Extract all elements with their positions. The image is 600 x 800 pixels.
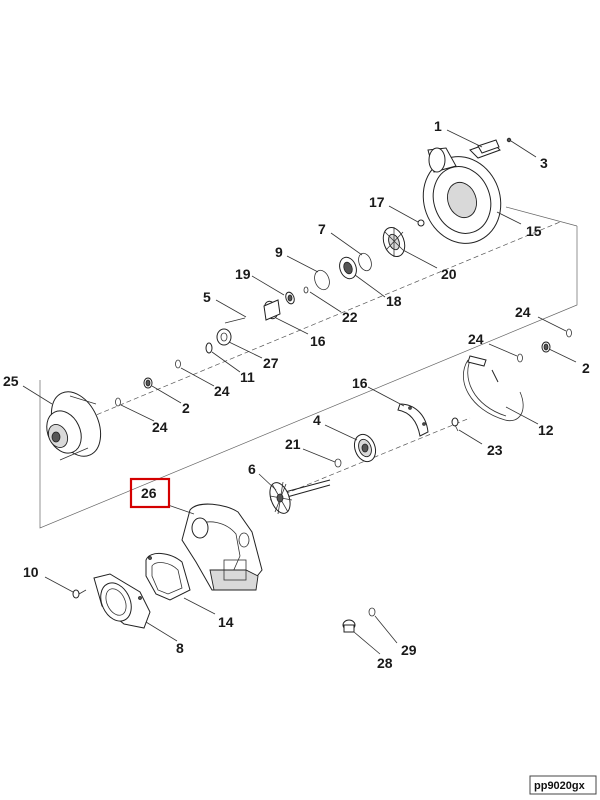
callout-6: 6 xyxy=(248,461,256,477)
callout-2-right: 2 xyxy=(582,360,590,376)
journal-bearing xyxy=(205,342,213,354)
shaft-seal-collar xyxy=(353,433,377,463)
callout-24-right: 24 xyxy=(468,331,484,347)
callout-21: 21 xyxy=(285,436,301,452)
callout-20: 20 xyxy=(441,266,457,282)
thrust-bearing-upper xyxy=(263,299,281,321)
callout-16-upper: 16 xyxy=(310,333,326,349)
v-band-clamp xyxy=(463,355,524,422)
callout-17: 17 xyxy=(369,194,385,210)
upper-axis-line xyxy=(59,221,561,431)
bearing-housing xyxy=(46,391,102,461)
oil-deflector-washer xyxy=(216,328,232,346)
compressor-housing xyxy=(422,141,502,244)
o-ring xyxy=(314,269,330,291)
callout-15: 15 xyxy=(526,223,542,239)
clamp-bracket xyxy=(477,139,500,154)
seal-ring-small xyxy=(303,286,309,294)
assembly-frame xyxy=(39,206,578,529)
retaining-ring-upper-1 xyxy=(175,359,181,369)
thrust-collar xyxy=(339,256,357,280)
callout-7: 7 xyxy=(318,221,326,237)
turbine-housing xyxy=(181,503,263,591)
image-code-box: pp9020gx xyxy=(529,775,597,795)
retaining-ring-right-2 xyxy=(517,353,523,363)
callout-25: 25 xyxy=(3,373,19,389)
highlight-box xyxy=(129,477,171,509)
callout-18: 18 xyxy=(386,293,402,309)
callout-24-upper: 24 xyxy=(214,383,230,399)
compressor-nut xyxy=(417,219,425,227)
callout-23: 23 xyxy=(487,442,503,458)
callout-28: 28 xyxy=(377,655,393,671)
exhaust-flange xyxy=(93,573,151,629)
callout-10: 10 xyxy=(23,564,39,580)
callout-19: 19 xyxy=(235,266,251,282)
heat-shield-bolt xyxy=(451,417,459,432)
small-bolt xyxy=(506,137,512,143)
retaining-ring-right-1 xyxy=(566,328,572,338)
callout-11: 11 xyxy=(240,369,255,385)
turbine-wheel-shaft xyxy=(269,479,331,515)
callout-22: 22 xyxy=(342,309,358,325)
journal-bearing-upper xyxy=(143,377,153,389)
snap-ring xyxy=(358,252,372,272)
callout-5: 5 xyxy=(203,289,211,305)
thrust-bearing-washer xyxy=(285,291,295,305)
callout-labels: 1 3 15 17 7 20 9 18 19 22 5 16 27 11 24 … xyxy=(3,118,590,671)
callout-16-lower: 16 xyxy=(352,375,368,391)
callout-4: 4 xyxy=(313,412,321,428)
callout-27: 27 xyxy=(263,355,279,371)
flange-bolt xyxy=(72,589,87,599)
callout-1: 1 xyxy=(434,118,442,134)
heat-shield-segment xyxy=(397,403,429,437)
callout-14: 14 xyxy=(218,614,234,630)
image-code: pp9020gx xyxy=(534,780,586,792)
callout-3: 3 xyxy=(540,155,548,171)
compressor-wheel xyxy=(382,226,406,258)
callout-24-right-top: 24 xyxy=(515,304,531,320)
callout-2-upper: 2 xyxy=(182,400,190,416)
piston-ring xyxy=(334,458,342,468)
callout-26: 26 xyxy=(141,485,157,501)
callout-9: 9 xyxy=(275,244,283,260)
drain-plug xyxy=(342,619,356,633)
locating-pin xyxy=(224,317,246,324)
callout-29: 29 xyxy=(401,642,417,658)
callout-8: 8 xyxy=(176,640,184,656)
journal-bearing-right xyxy=(541,341,551,353)
callout-24-left: 24 xyxy=(152,419,168,435)
plug-washer xyxy=(368,607,376,617)
retaining-ring-upper-2 xyxy=(115,397,121,407)
callout-12: 12 xyxy=(538,422,554,438)
leader-lines xyxy=(22,129,577,655)
turbine-gasket xyxy=(145,553,191,601)
